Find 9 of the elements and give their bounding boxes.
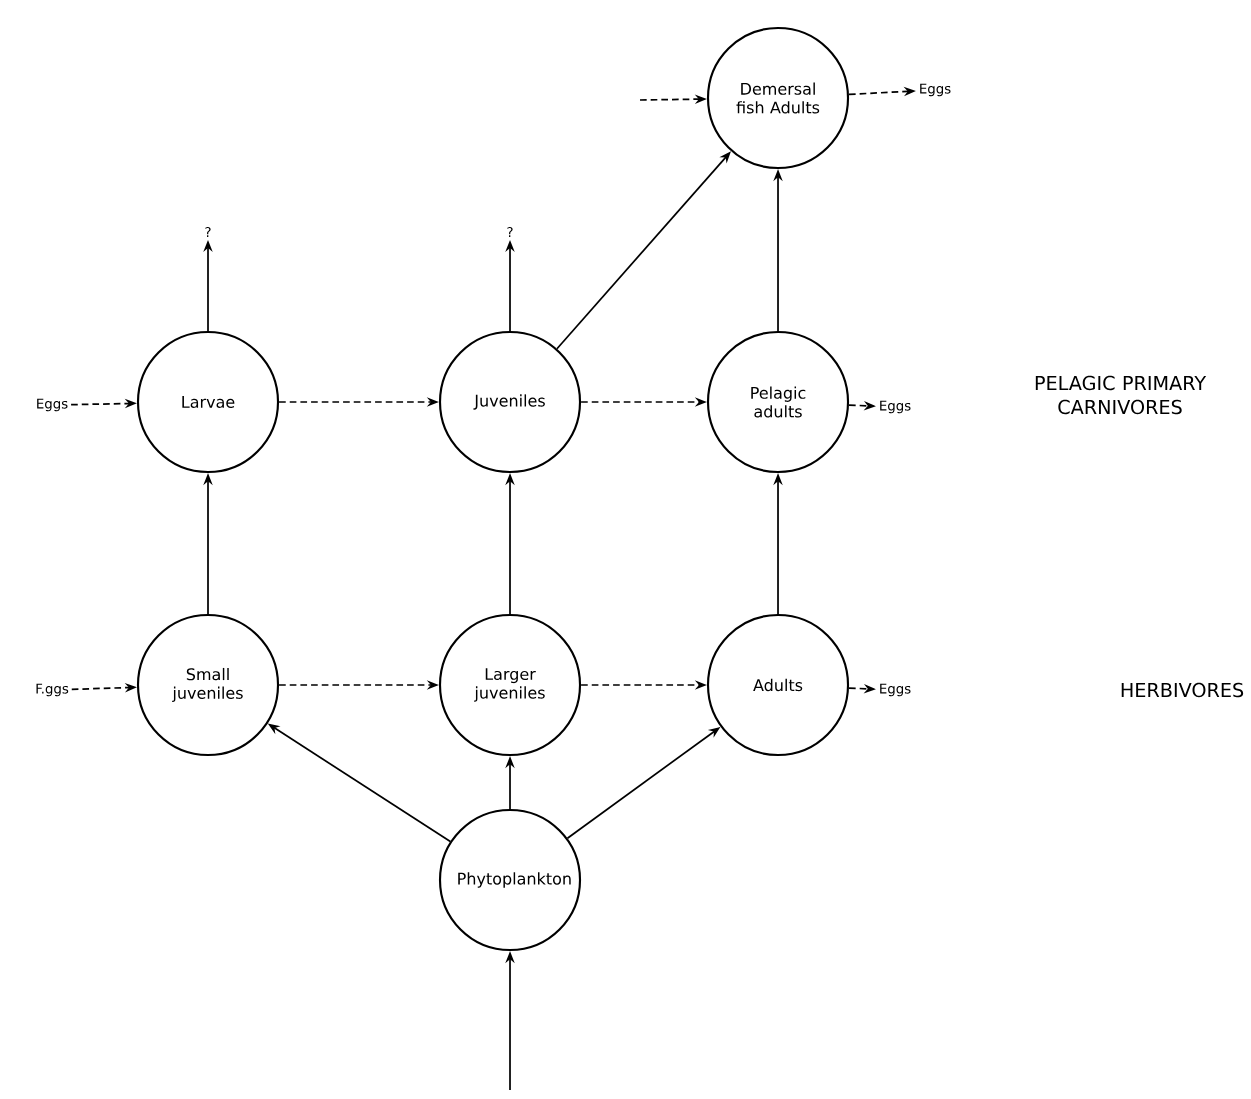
stage-text: F.ggs (36, 683, 69, 697)
level-label: HERBIVORES (1121, 682, 1244, 698)
stage-text: ? (507, 227, 513, 237)
stage-text: ? (205, 227, 211, 237)
stage-text: Eggs (880, 400, 911, 414)
stage-text: Eggs (37, 398, 68, 412)
level-label: PELAGIC PRIMARY CARNIVORES (1035, 375, 1207, 415)
stage-text: Eggs (880, 683, 911, 697)
stage-text: Eggs (920, 83, 951, 97)
